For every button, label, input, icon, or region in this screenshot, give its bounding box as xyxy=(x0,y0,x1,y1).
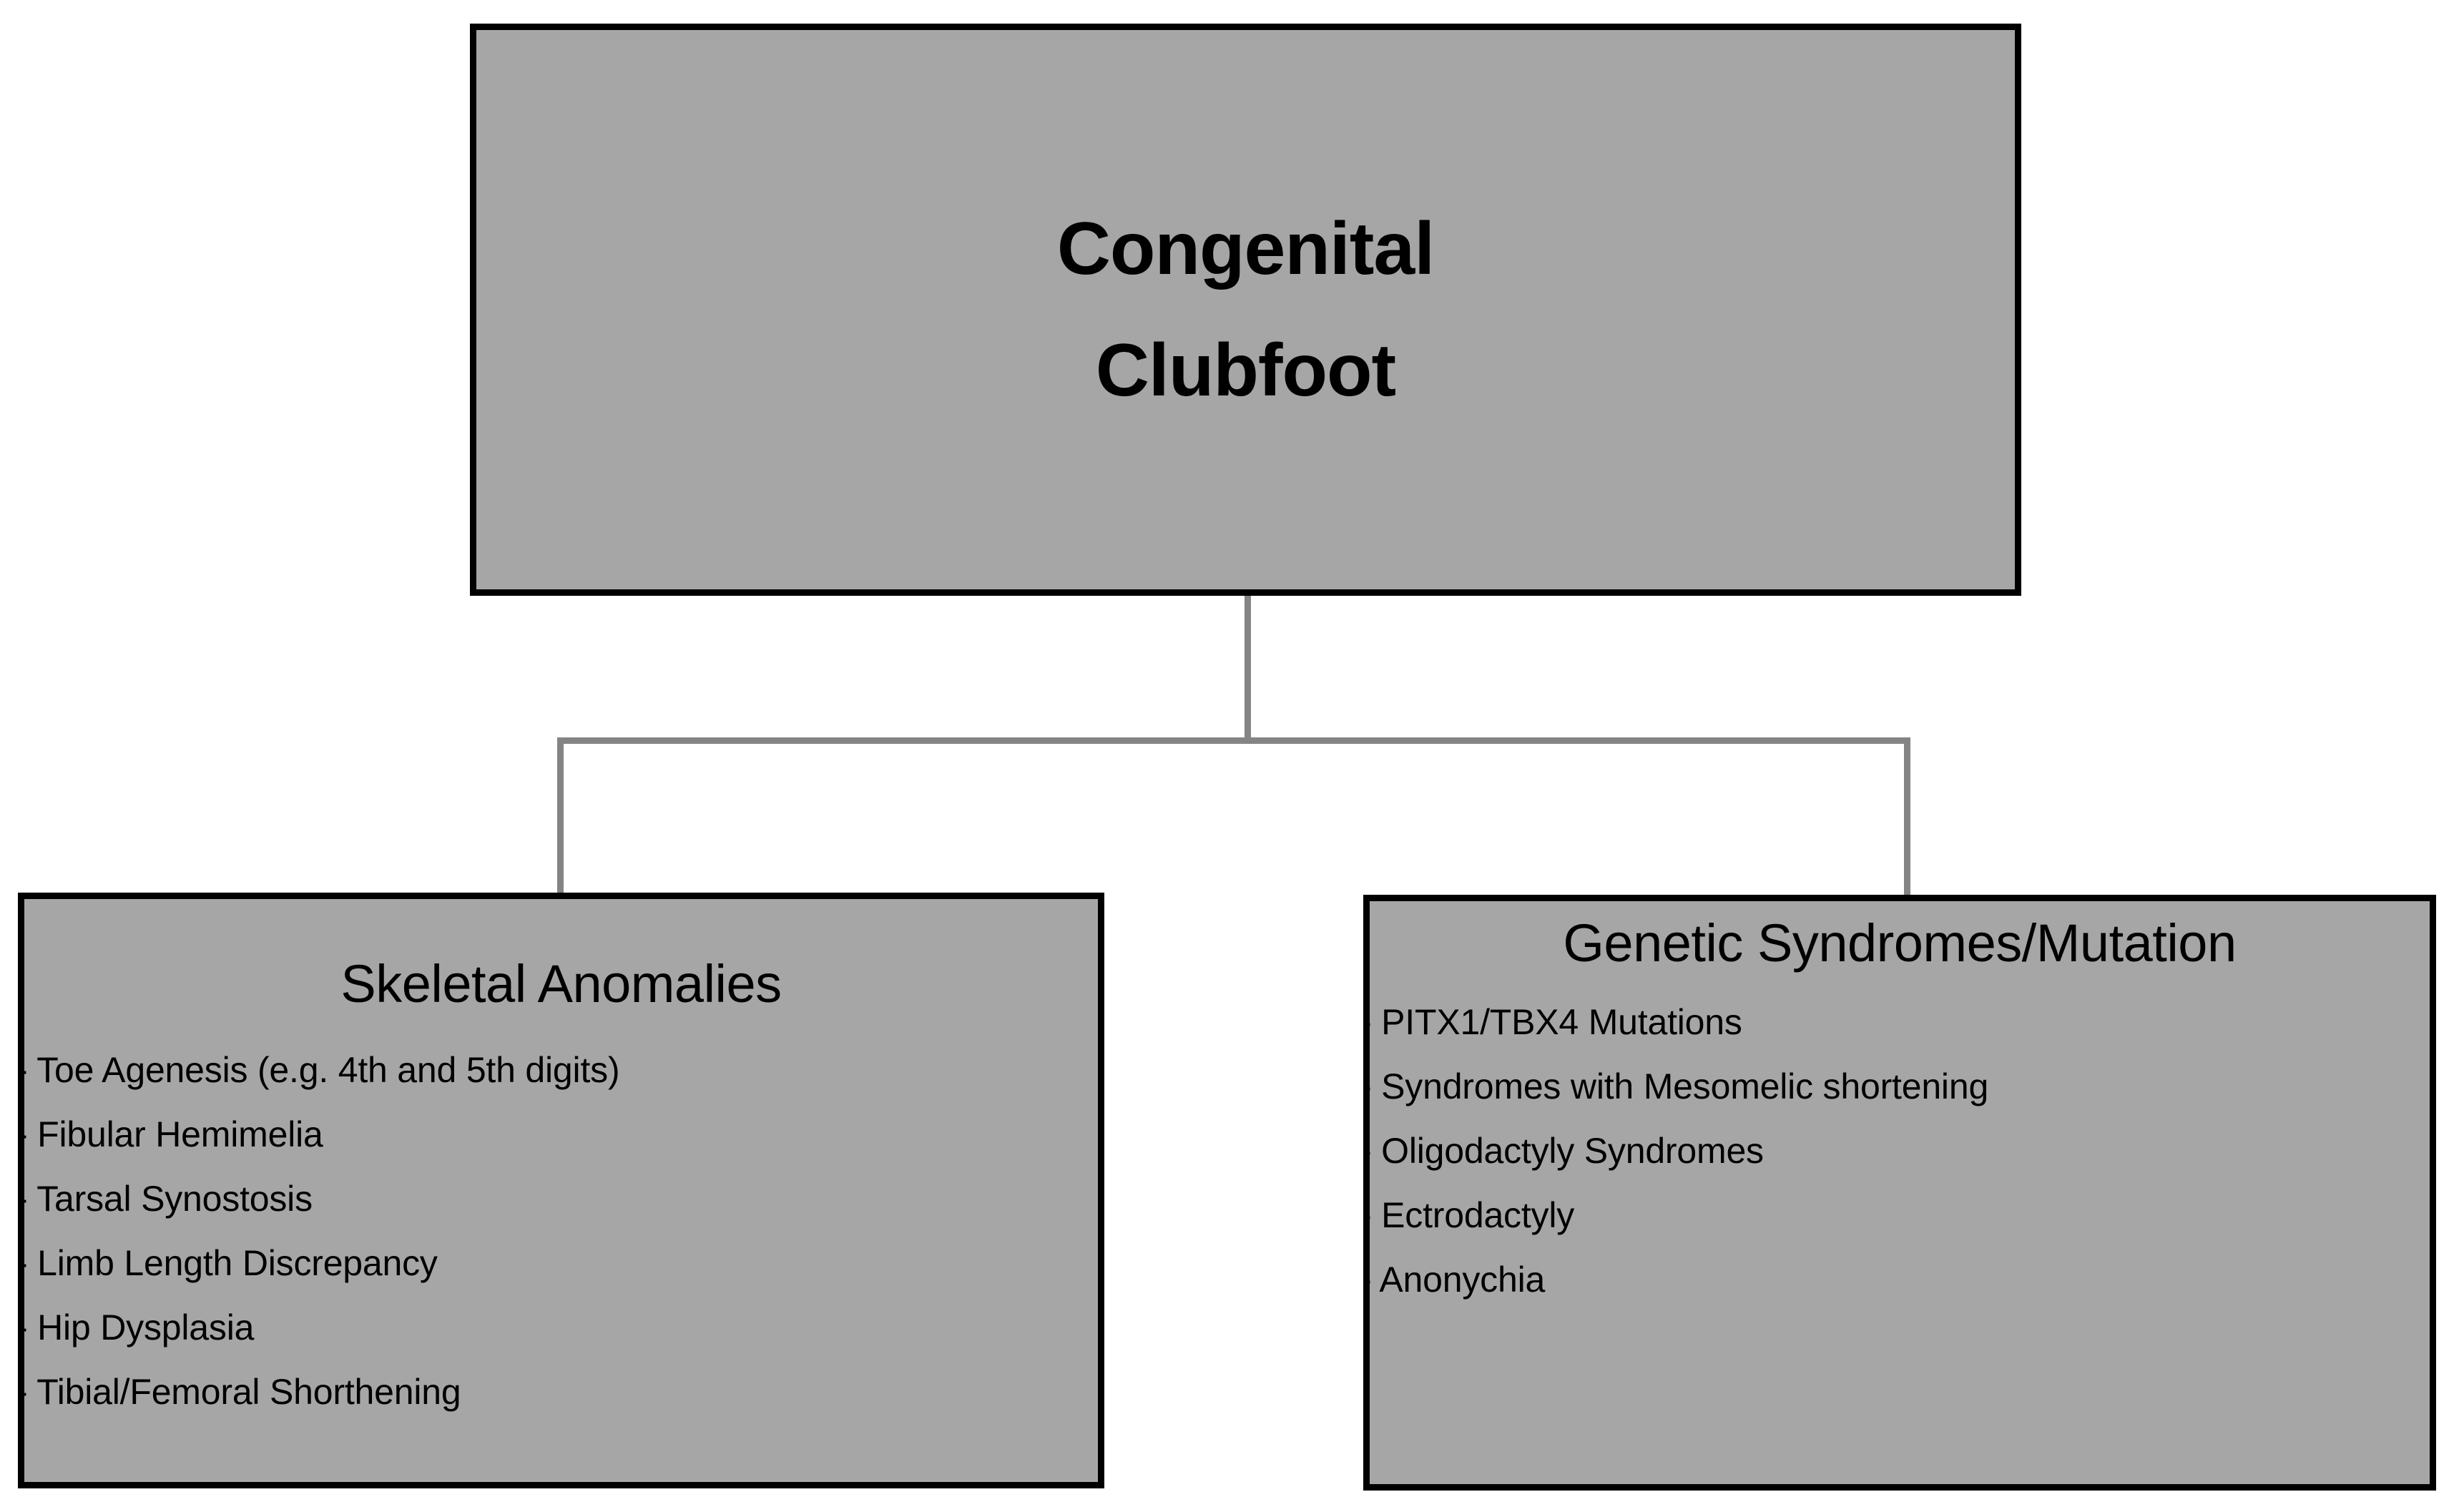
list-item: - Fibular Hemimelia xyxy=(18,1114,323,1154)
skeletal-anomalies-heading: Skeletal Anomalies xyxy=(340,954,782,1013)
genetic-syndromes-list: - PITX1/TBX4 Mutations - Syndromes with … xyxy=(1363,1002,2430,1300)
list-item: - PITX1/TBX4 Mutations xyxy=(1363,1002,1742,1042)
genetic-syndromes-heading: Genetic Syndromes/Mutation xyxy=(1563,913,2237,973)
connector-drop-skeletal xyxy=(557,737,564,895)
list-item: - Toe Agenesis (e.g. 4th and 5th digits) xyxy=(18,1050,620,1090)
root-title-line-1: Congenital xyxy=(1056,207,1435,290)
connector-root-stem xyxy=(1245,594,1251,743)
root-title-line-2: Clubfoot xyxy=(1095,329,1396,412)
list-item: - Ectrodactyly xyxy=(1363,1195,1575,1235)
list-item: - Limb Length Discrepancy xyxy=(18,1243,438,1283)
list-item: - Syndromes with Mesomelic shortening xyxy=(1363,1066,1989,1106)
list-item: - Tarsal Synostosis xyxy=(18,1179,313,1219)
connector-drop-genetic xyxy=(1904,737,1910,896)
list-item: - Oligodactyly Syndromes xyxy=(1363,1131,1764,1171)
list-item: - Tibial/Femoral Shorthening xyxy=(18,1372,461,1412)
skeletal-anomalies-list: - Toe Agenesis (e.g. 4th and 5th digits)… xyxy=(18,1050,1098,1412)
node-skeletal-anomalies: Skeletal Anomalies - Toe Agenesis (e.g. … xyxy=(18,893,1104,1488)
connector-horizontal-bus xyxy=(557,737,1910,744)
list-item: - Anonychia xyxy=(1363,1260,1546,1300)
node-genetic-syndromes-mutation: Genetic Syndromes/Mutation - PITX1/TBX4 … xyxy=(1363,895,2436,1491)
root-node-congenital-clubfoot: Congenital Clubfoot xyxy=(470,24,2021,596)
list-item: - Hip Dysplasia xyxy=(18,1307,255,1347)
